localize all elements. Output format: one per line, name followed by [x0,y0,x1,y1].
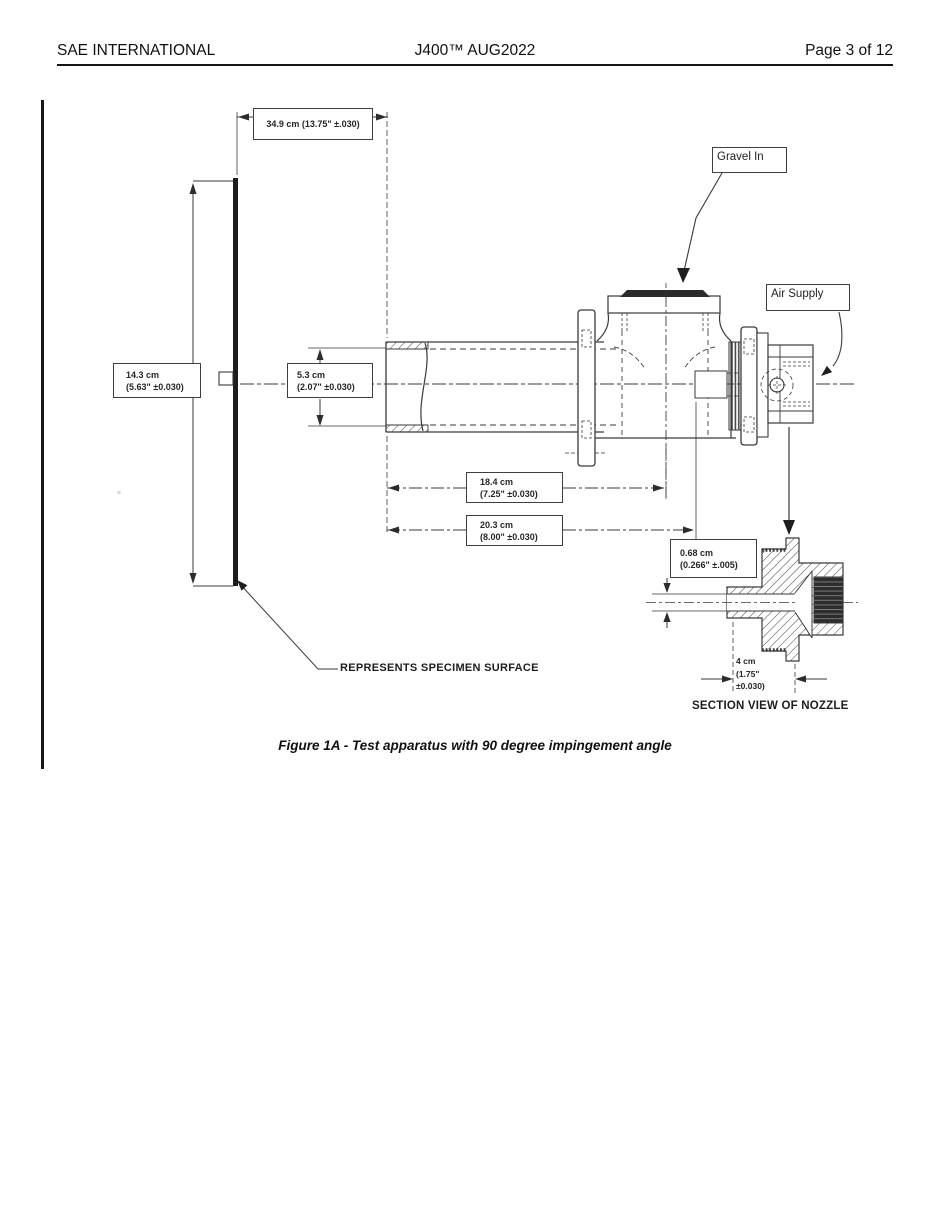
header-publisher: SAE INTERNATIONAL [57,42,216,59]
callout-air-supply: Air Supply [766,284,850,311]
dim-overall-length: 20.3 cm (8.00" ±0.030) [466,515,563,546]
dim-lines-nozzle-bore [663,578,671,628]
internal-nozzle-holder [694,370,768,399]
header-document-code: J400™ AUG2022 [414,42,536,59]
nozzle-section-view [646,537,858,662]
right-flange [740,326,758,446]
air-supply-leader [821,311,843,376]
air-supply-fitting [756,332,814,438]
dim-tube-id: 5.3 cm (2.07" ±0.030) [287,363,373,398]
figure-caption: Figure 1A - Test apparatus with 90 degre… [278,738,672,753]
dim-specimen-height: 14.3 cm (5.63" ±0.030) [113,363,201,398]
label-section-view-title: SECTION VIEW OF NOZZLE [692,700,849,712]
dim-lines-tube-id [308,347,386,427]
specimen-surface-line [193,178,238,587]
dim-lines-overall-length [387,402,697,545]
specimen-surface-leader [237,580,338,670]
scan-smudge [117,491,121,494]
left-flange [565,309,607,467]
label-specimen-surface: REPRESENTS SPECIMEN SURFACE [340,662,539,674]
nozzle-detail-arrow [783,427,795,535]
dim-nozzle-bore: 0.68 cm (0.266" ±.005) [670,539,757,578]
callout-gravel-in: Gravel In [712,147,787,173]
nozzle-threads [813,576,844,624]
change-bar [41,100,44,769]
dim-lines-nozzle-length [701,622,827,693]
barrel-tube [385,341,618,433]
gravel-opening [620,290,710,297]
dim-tube-length: 18.4 cm (7.25" ±0.030) [466,472,563,503]
dim-lines-standoff [236,112,388,338]
dim-standoff: 34.9 cm (13.75" ±.030) [253,108,373,140]
gravel-in-leader [677,172,723,283]
tube-break-line [420,342,428,432]
dim-nozzle-length: 4 cm (1.75" ±0.030) [734,655,782,693]
page-header: SAE INTERNATIONAL J400™ AUG2022 Page 3 o… [57,42,893,66]
figure-1a-drawing [189,112,858,693]
header-page-number: Page 3 of 12 [805,42,893,59]
